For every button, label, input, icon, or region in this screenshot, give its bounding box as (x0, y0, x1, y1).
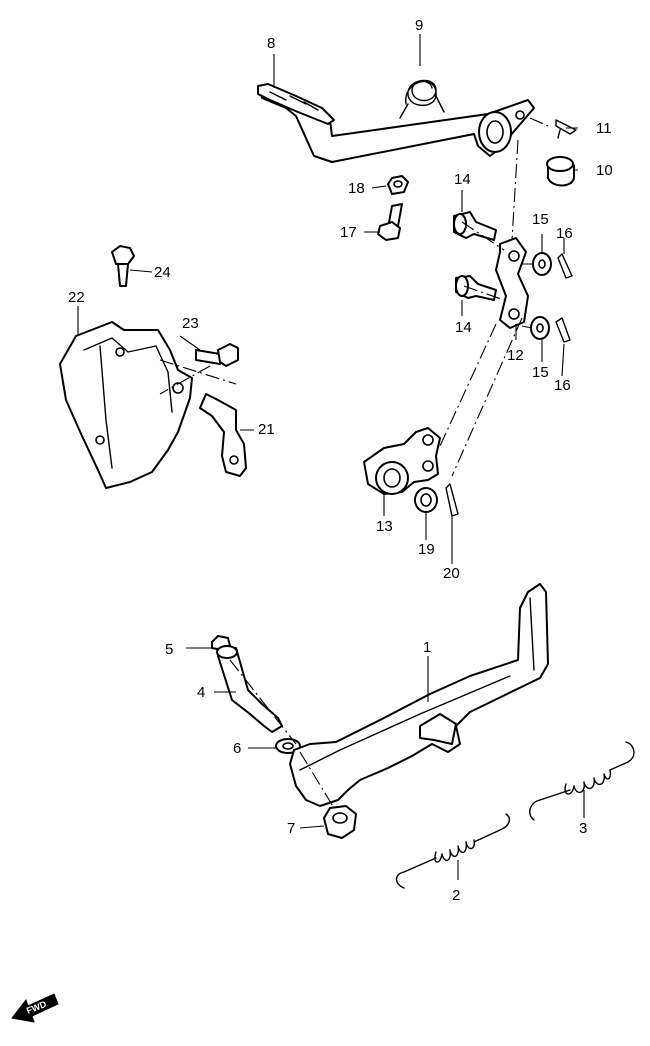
callout-15-upper: 15 (532, 211, 549, 228)
brake-lever-13 (363, 427, 441, 495)
bracket-21 (199, 393, 247, 477)
bolt-17 (377, 203, 403, 241)
callout-14-lower: 14 (455, 319, 472, 336)
callout-14-upper: 14 (454, 171, 471, 188)
link-rod-12 (495, 237, 529, 329)
callout-17: 17 (340, 224, 357, 241)
washer-15-lower (530, 316, 550, 340)
callout-19: 19 (418, 541, 435, 558)
callout-4: 4 (197, 684, 205, 701)
nut-18 (387, 175, 409, 195)
callout-16-upper: 16 (556, 225, 573, 242)
spring-3 (529, 741, 635, 821)
washer-19 (414, 487, 438, 513)
washer-15-upper (532, 252, 552, 276)
callout-16-lower: 16 (554, 377, 571, 394)
callout-21: 21 (258, 421, 275, 438)
callout-23: 23 (182, 315, 199, 332)
cap-10 (546, 156, 575, 187)
pin-14-lower (455, 275, 497, 301)
brake-pedal (257, 83, 535, 163)
callout-5: 5 (165, 641, 173, 658)
callout-18: 18 (348, 180, 365, 197)
callout-20: 20 (443, 565, 460, 582)
callout-2: 2 (452, 887, 460, 904)
callout-10: 10 (596, 162, 613, 179)
cotter-pin-16-lower (555, 317, 571, 343)
callout-22: 22 (68, 289, 85, 306)
side-stand-1 (289, 583, 549, 807)
callout-24: 24 (154, 264, 171, 281)
spring-2 (395, 813, 511, 889)
callout-3: 3 (579, 820, 587, 837)
callout-6: 6 (233, 740, 241, 757)
pivot-bolt-4 (216, 645, 283, 733)
callout-1: 1 (423, 639, 431, 656)
cotter-pin-20 (445, 483, 459, 517)
callout-12: 12 (507, 347, 524, 364)
fwd-arrow-icon: FWD (11, 993, 59, 1023)
return-spring-9 (399, 79, 445, 119)
heel-guard-22 (59, 321, 193, 489)
callout-7: 7 (287, 820, 295, 837)
callout-15-lower: 15 (532, 364, 549, 381)
cotter-pin-16-upper (557, 253, 573, 279)
pin-14-upper (453, 211, 497, 241)
callout-9: 9 (415, 17, 423, 34)
callout-8: 8 (267, 35, 275, 52)
callout-11: 11 (596, 120, 612, 137)
cotter-pin-11 (555, 119, 577, 139)
bolt-24 (111, 245, 135, 287)
callout-13: 13 (376, 518, 393, 535)
bolt-23 (195, 343, 239, 367)
nut-7 (323, 805, 357, 839)
